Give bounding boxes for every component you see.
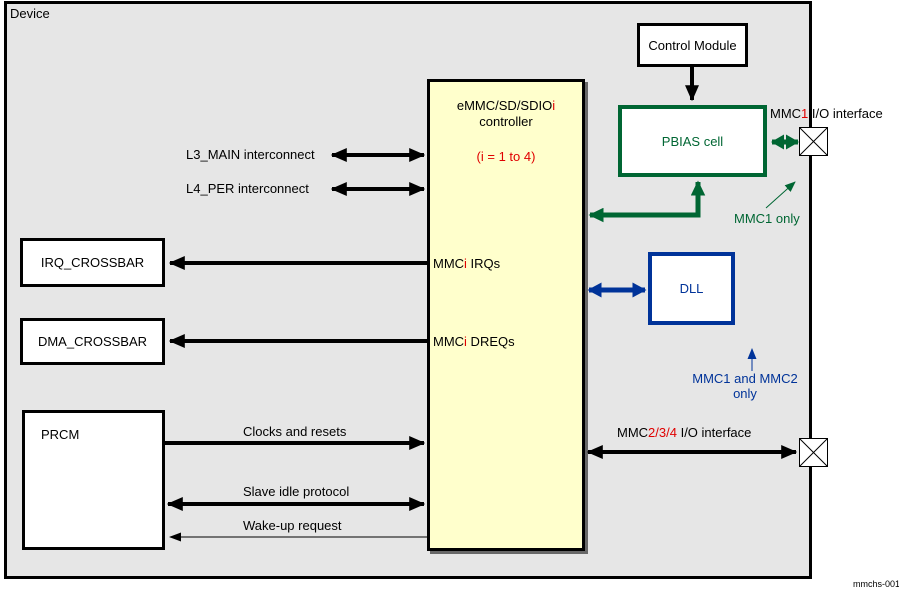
prcm-block: PRCM — [22, 410, 165, 550]
l3-main-label: L3_MAIN interconnect — [186, 147, 315, 162]
mmc234-io-interface-label: MMC2/3/4 I/O interface — [617, 425, 752, 440]
clocks-resets-label: Clocks and resets — [243, 424, 347, 439]
control-module-block: Control Module — [637, 23, 748, 67]
dma-crossbar-block: DMA_CROSSBAR — [20, 318, 165, 365]
mmc1-io-interface-label: MMC1 I/O interface — [770, 106, 883, 121]
mmc1-mmc2-only-note: MMC1 and MMC2 only — [692, 371, 798, 401]
controller-index-range: (i = 1 to 4) — [476, 149, 536, 164]
figure-id: mmchs-001 — [853, 579, 899, 589]
dll-block: DLL — [648, 252, 735, 325]
device-label: Device — [10, 6, 50, 21]
mmci-dreqs-label: MMCi DREQs — [433, 334, 515, 349]
emmc-sd-sdio-controller-block: eMMC/SD/SDIOi controller (i = 1 to 4) — [427, 79, 585, 551]
slave-idle-label: Slave idle protocol — [243, 484, 350, 499]
controller-title: eMMC/SD/SDIOi controller — [456, 98, 556, 129]
mmc1-only-note: MMC1 only — [734, 211, 800, 226]
l4-per-label: L4_PER interconnect — [186, 181, 309, 196]
wakeup-request-label: Wake-up request — [243, 518, 342, 533]
mmci-irqs-label: MMCi IRQs — [433, 256, 501, 271]
pbias-cell-block: PBIAS cell — [618, 105, 767, 177]
irq-crossbar-block: IRQ_CROSSBAR — [20, 238, 165, 287]
